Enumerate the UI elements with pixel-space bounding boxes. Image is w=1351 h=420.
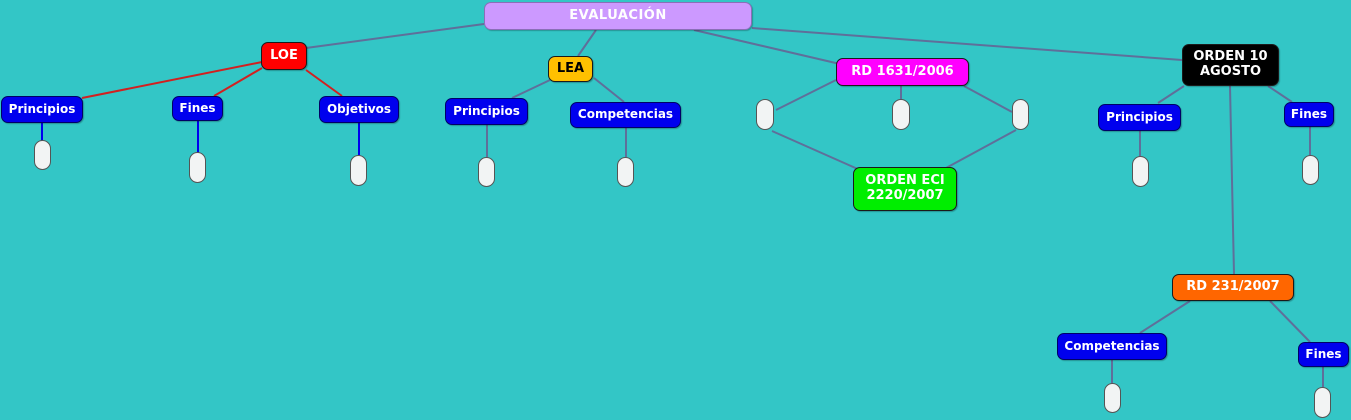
empty-node-orden10-principios[interactable] (1132, 156, 1149, 187)
empty-node-orden10-fines[interactable] (1302, 155, 1319, 185)
link-loe-fines (213, 67, 263, 97)
link-rd231-competencias (1139, 300, 1191, 334)
node-rd231-fines[interactable]: Fines (1298, 342, 1349, 367)
empty-node-rd1631-left[interactable] (756, 99, 774, 130)
node-orden-10-agosto[interactable]: ORDEN 10 AGOSTO (1182, 44, 1279, 86)
link-root-lea (577, 29, 597, 57)
empty-node-loe-principios[interactable] (34, 140, 51, 170)
node-loe[interactable]: LOE (261, 42, 307, 70)
link-lea-competencias (593, 77, 625, 103)
node-loe-fines[interactable]: Fines (172, 96, 223, 121)
node-orden-eci-2220-2007[interactable]: ORDEN ECI 2220/2007 (853, 167, 957, 211)
node-lea[interactable]: LEA (548, 56, 593, 82)
node-rd-231-2007[interactable]: RD 231/2007 (1172, 274, 1294, 301)
link-root-orden10 (751, 27, 1183, 61)
link-rd1631-empty-left (775, 79, 837, 111)
node-evaluacion[interactable]: EVALUACIÓN (484, 2, 752, 30)
node-loe-objetivos[interactable]: Objetivos (319, 96, 399, 123)
link-empty-left-eci (771, 130, 861, 171)
link-rd231-fines (1269, 300, 1311, 343)
link-root-loe (305, 23, 485, 49)
empty-node-loe-objetivos[interactable] (350, 155, 367, 186)
empty-node-lea-competencias[interactable] (617, 157, 634, 187)
link-loe-objetivos (305, 69, 343, 97)
empty-node-rd1631-right[interactable] (1012, 99, 1029, 130)
link-orden10-fines (1267, 85, 1293, 103)
link-rd1631-empty-right (963, 85, 1013, 113)
node-orden10-fines[interactable]: Fines (1284, 102, 1334, 127)
node-rd231-competencias[interactable]: Competencias (1057, 333, 1167, 360)
node-lea-competencias[interactable]: Competencias (570, 102, 681, 128)
link-orden10-principios (1157, 85, 1185, 104)
empty-node-lea-principios[interactable] (478, 157, 495, 187)
node-rd-1631-2006[interactable]: RD 1631/2006 (836, 58, 969, 86)
empty-node-rd1631-mid[interactable] (892, 99, 910, 130)
link-orden10-rd231 (1229, 85, 1235, 275)
empty-node-rd231-competencias[interactable] (1104, 383, 1121, 413)
node-loe-principios[interactable]: Principios (1, 96, 83, 123)
empty-node-rd231-fines[interactable] (1314, 387, 1331, 418)
node-lea-principios[interactable]: Principios (445, 98, 528, 125)
empty-node-loe-fines[interactable] (189, 152, 206, 183)
link-loe-principios (81, 61, 263, 99)
link-empty-right-eci (945, 129, 1017, 169)
node-orden10-principios[interactable]: Principios (1098, 104, 1181, 131)
link-root-rd1631 (693, 29, 841, 65)
link-lea-principios (511, 79, 551, 99)
